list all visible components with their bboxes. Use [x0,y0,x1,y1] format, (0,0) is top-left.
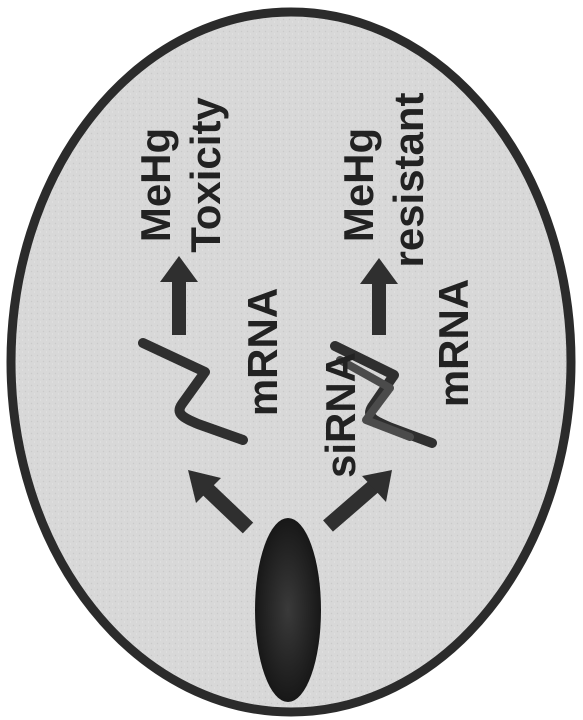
label-toxicity: Toxicity [182,97,229,253]
label-mrna-bottom: mRNA [430,279,477,407]
label-sirna: siRNA [317,352,364,478]
label-mehg-top: MeHg [132,128,179,242]
nucleus [255,518,321,702]
label-resistant: resistant [385,92,432,267]
label-mrna-top: mRNA [239,288,286,416]
label-mehg-bottom: MeHg [335,128,382,242]
